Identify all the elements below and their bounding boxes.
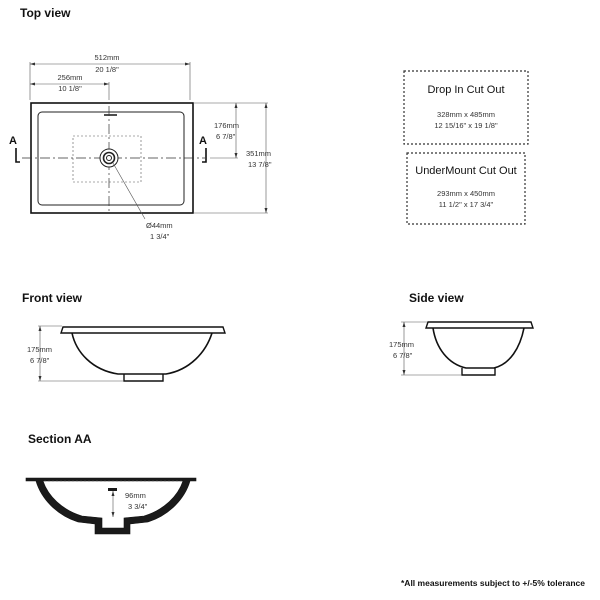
front-height-mm-label: 175mm (27, 345, 52, 354)
drain-mm-label: Ø44mm (146, 221, 173, 230)
drop-in-cutout-border (403, 70, 529, 145)
drop-in-cutout-in: 12 15/16" x 19 1/8" (434, 121, 498, 130)
arrowhead (234, 103, 238, 108)
undermount-cutout-mm: 293mm x 450mm (437, 189, 495, 198)
front-view: Front view 175mm 6 7/8" (22, 291, 226, 382)
undermount-cutout-border (406, 152, 526, 225)
side-height-in-label: 6 7/8" (393, 351, 413, 360)
undermount-cutout-box: UnderMount Cut Out 293mm x 450mm 11 1/2"… (406, 152, 526, 225)
section-aa-view: Section AA 96mm 3 3/4" (25, 432, 197, 535)
drop-in-cutout-mm: 328mm x 485mm (437, 110, 495, 119)
half-width-in-label: 10 1/8" (58, 84, 82, 93)
depth-in-label: 13 7/8" (248, 160, 272, 169)
tolerance-footnote: *All measurements subject to +/-5% toler… (401, 578, 585, 588)
front-view-title: Front view (22, 291, 83, 305)
half-depth-in-label: 6 7/8" (216, 132, 236, 141)
side-view-title: Side view (409, 291, 464, 305)
width-in-label: 20 1/8" (95, 65, 119, 74)
arrowhead (402, 322, 406, 327)
width-mm-label: 512mm (94, 53, 119, 62)
depth-mm-label: 351mm (246, 149, 271, 158)
top-view-title: Top view (20, 6, 71, 20)
side-drain (461, 368, 496, 376)
drop-in-cutout-title: Drop In Cut Out (427, 84, 504, 96)
side-bowl (432, 327, 525, 369)
section-marker-left: A (9, 135, 17, 147)
arrowhead (38, 326, 42, 331)
bowl-flat-area (72, 135, 142, 183)
front-height-in-label: 6 7/8" (30, 356, 50, 365)
arrowhead (111, 491, 115, 496)
undermount-cutout-in: 11 1/2" x 17 3/4" (439, 200, 494, 209)
front-bowl (71, 332, 213, 375)
arrowhead (402, 370, 406, 375)
arrowhead (104, 82, 109, 86)
section-depth-in-label: 3 3/4" (128, 502, 148, 511)
side-view: Side view 175mm 6 7/8" (389, 291, 534, 376)
arrowhead (264, 103, 268, 108)
arrowhead (185, 62, 190, 66)
arrowhead (111, 512, 115, 517)
section-aa-title: Section AA (28, 432, 92, 446)
drop-in-cutout-box: Drop In Cut Out 328mm x 485mm 12 15/16" … (403, 70, 529, 145)
half-width-mm-label: 256mm (57, 73, 82, 82)
sink-inner-bowl (37, 111, 185, 206)
undermount-cutout-title: UnderMount Cut Out (415, 165, 517, 177)
side-height-mm-label: 175mm (389, 340, 414, 349)
arrowhead (234, 153, 238, 158)
section-overflow (108, 488, 117, 491)
drain-center (106, 155, 112, 161)
front-drain (123, 374, 164, 382)
section-marker-right-arrow (202, 148, 207, 163)
drain-in-label: 1 3/4" (150, 232, 170, 241)
side-rim (425, 321, 534, 329)
front-rim (60, 326, 226, 334)
arrowhead (30, 82, 35, 86)
arrowhead (264, 208, 268, 213)
section-profile (25, 477, 197, 535)
arrowhead (38, 376, 42, 381)
section-marker-right: A (199, 135, 207, 147)
drain-leader-line (112, 162, 146, 220)
section-depth-mm-label: 96mm (125, 491, 146, 500)
half-depth-mm-label: 176mm (214, 121, 239, 130)
arrowhead (30, 62, 35, 66)
top-view: Top view 512mm 20 1/8" 256mm 10 1/8" (9, 6, 272, 241)
section-marker-left-arrow (15, 148, 20, 163)
